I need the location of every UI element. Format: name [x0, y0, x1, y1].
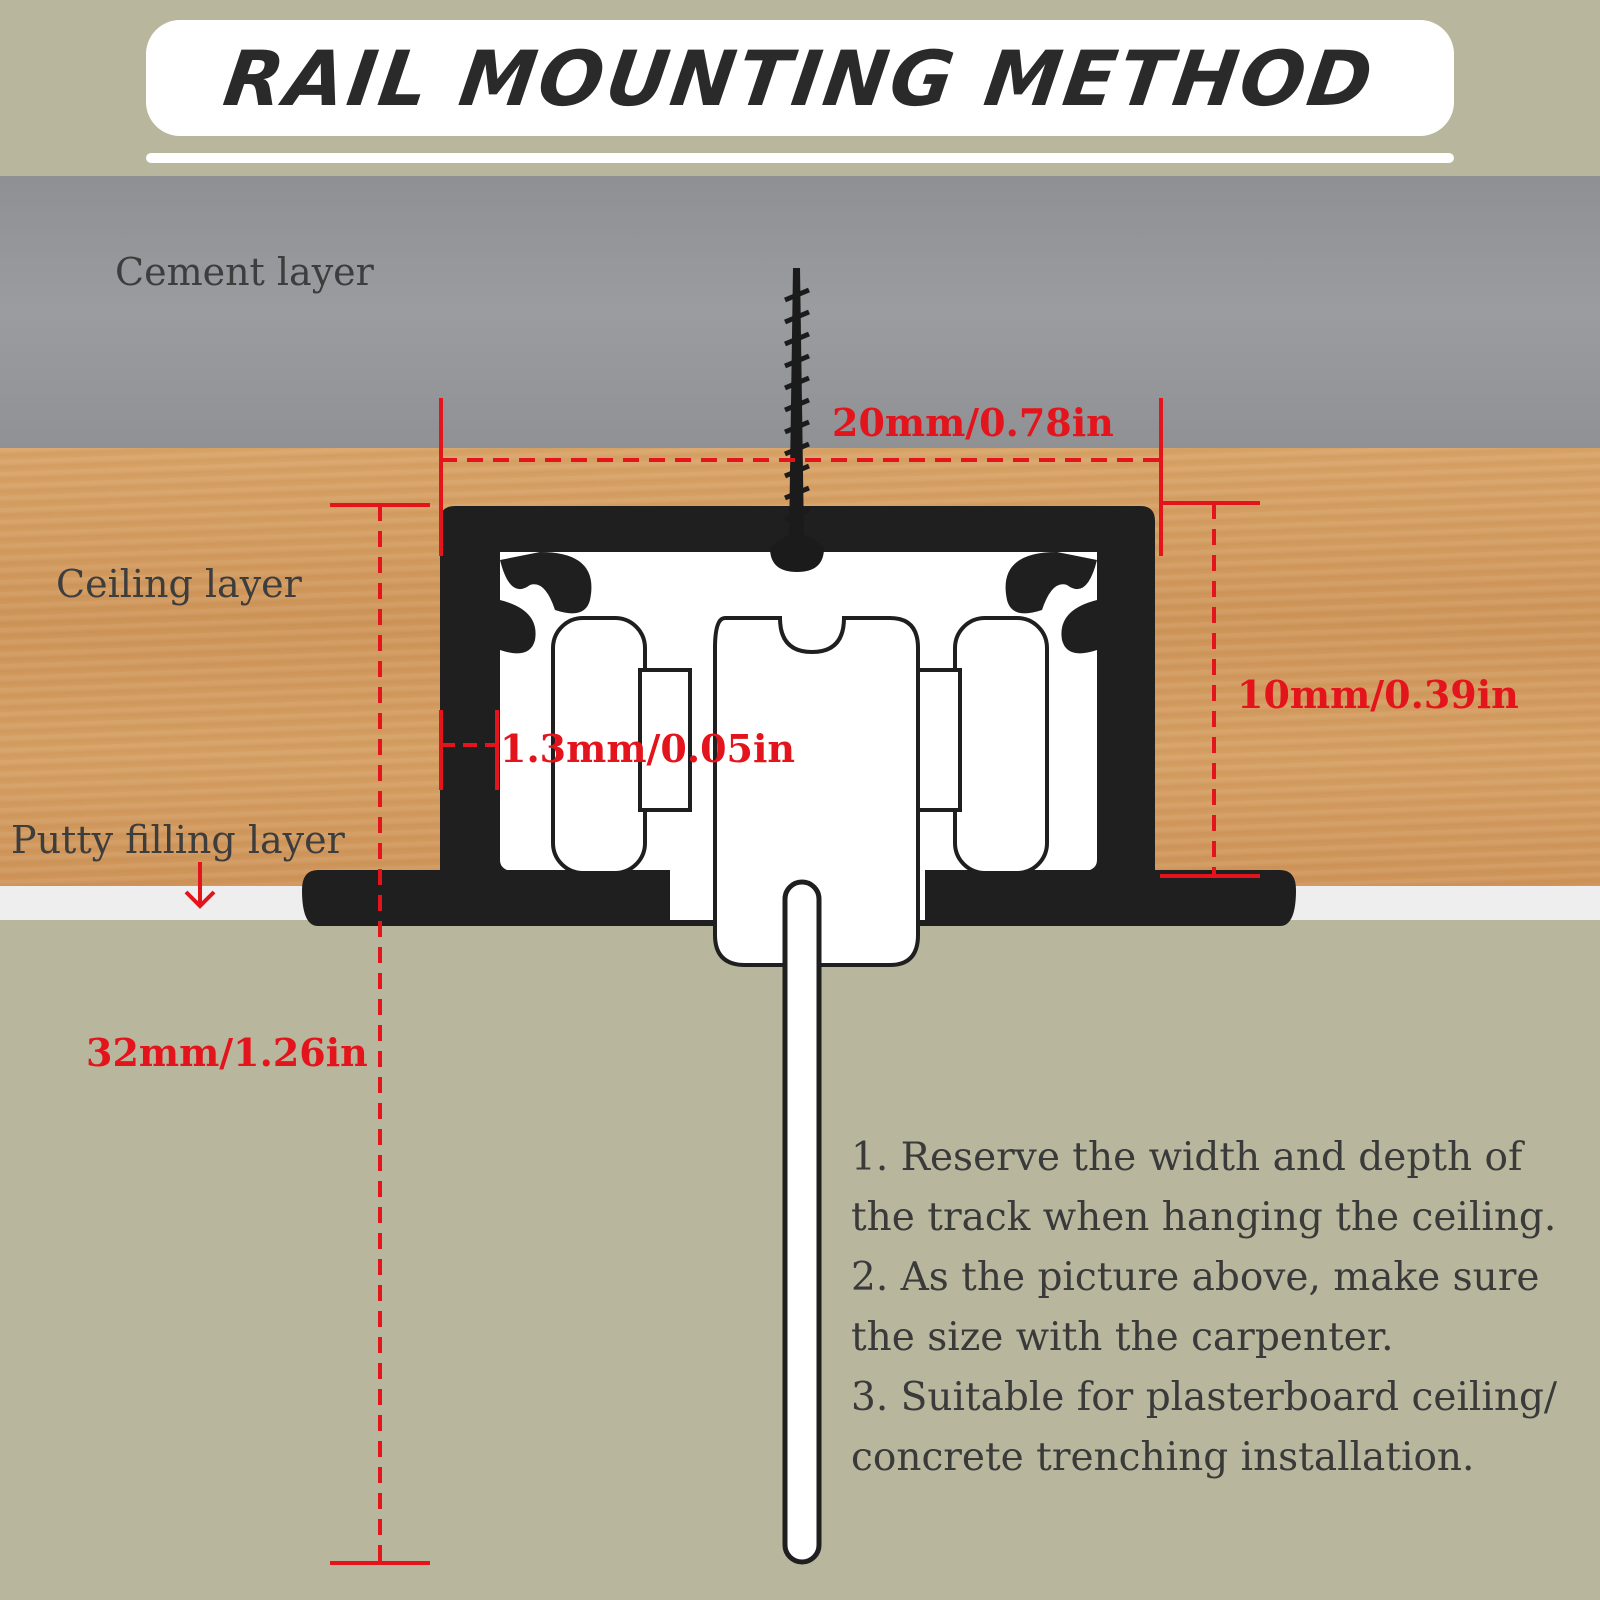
- hanger-rod: [782, 879, 822, 1565]
- title-banner: RAIL MOUNTING METHOD: [146, 20, 1454, 136]
- dimension-lines: [330, 398, 1260, 1565]
- title-underline: [146, 153, 1454, 163]
- arrow-down-icon: [184, 862, 216, 909]
- note-line: concrete trenching installation.: [851, 1435, 1475, 1480]
- installation-notes: 1. Reserve the width and depth of the tr…: [851, 1128, 1591, 1488]
- wall-dimension-label: 1.3mm/0.05in: [500, 726, 796, 771]
- note-line: 2. As the picture above, make sure: [851, 1255, 1540, 1300]
- note-line: the track when hanging the ceiling.: [851, 1195, 1557, 1240]
- depth-dimension-label: 10mm/0.39in: [1237, 672, 1519, 717]
- trolley: [551, 616, 1049, 967]
- height-dimension-label: 32mm/1.26in: [86, 1030, 368, 1075]
- putty-layer-label: Putty filling layer: [11, 818, 345, 862]
- cement-layer-label: Cement layer: [115, 250, 374, 294]
- note-line: the size with the carpenter.: [851, 1315, 1394, 1360]
- note-line: 1. Reserve the width and depth of: [851, 1135, 1523, 1180]
- note-line: 3. Suitable for plasterboard ceiling/: [851, 1375, 1558, 1420]
- ceiling-layer-label: Ceiling layer: [56, 562, 302, 606]
- width-dimension-label: 20mm/0.78in: [832, 400, 1114, 445]
- screw-icon: [770, 268, 824, 572]
